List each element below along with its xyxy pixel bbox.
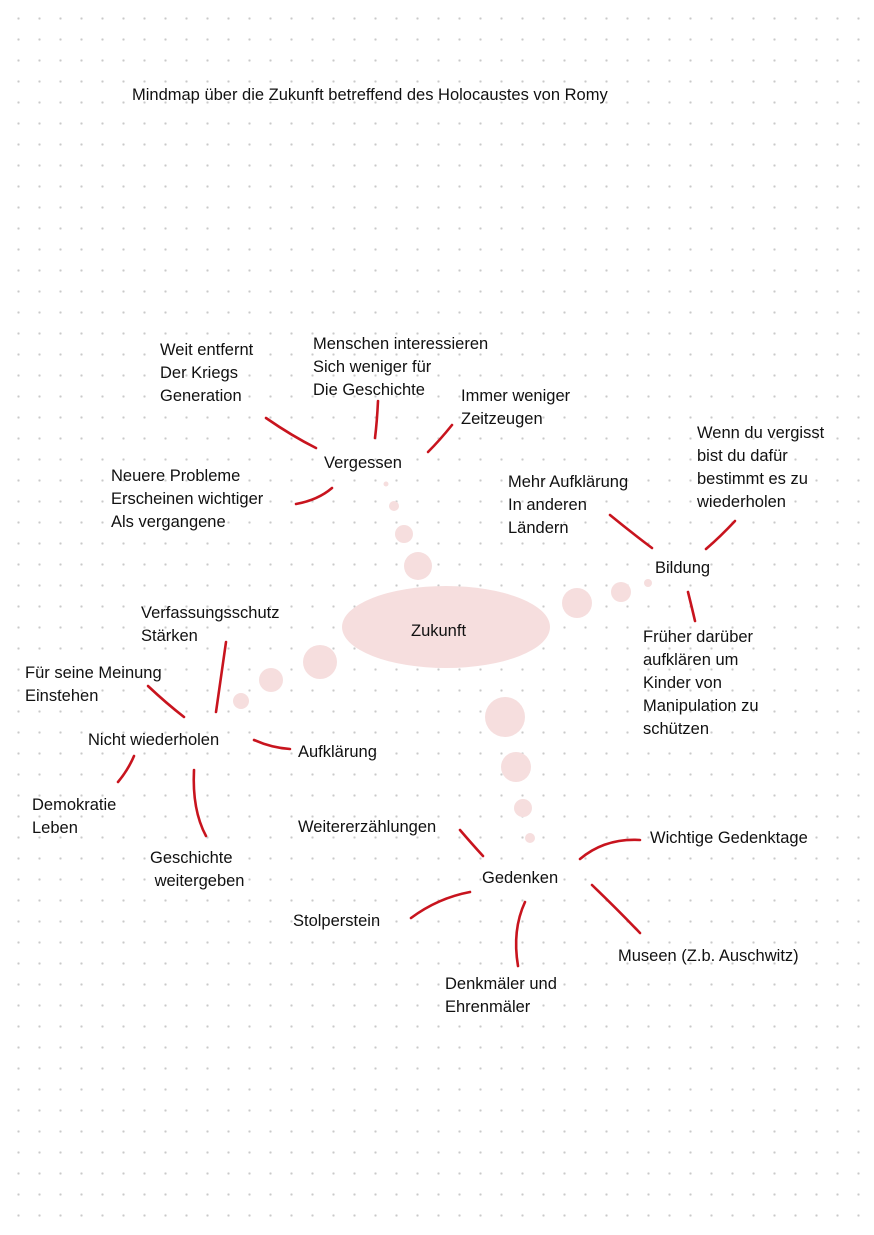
- connector-line: [458, 828, 485, 858]
- connector-line: [146, 684, 186, 719]
- bubble: [525, 833, 535, 843]
- connector-line: [686, 590, 697, 623]
- leaf-frueher-darueber: Früher darüber aufklären um Kinder von M…: [643, 628, 759, 738]
- bubble: [514, 799, 532, 817]
- connector-line: [214, 640, 228, 714]
- leaf-immer-weniger-zeitzeugen: Immer weniger Zeitzeugen: [461, 387, 571, 428]
- leaf-weitererzaehlungen: Weitererzählungen: [298, 818, 437, 836]
- connector-line: [590, 883, 642, 935]
- leaf-stolperstein: Stolperstein: [293, 912, 381, 930]
- bubble: [501, 752, 531, 782]
- connector-line: [608, 513, 654, 550]
- bubble: [383, 481, 389, 487]
- page-title: Mindmap über die Zukunft betreffend des …: [132, 86, 608, 104]
- leaf-mehr-aufklaerung: Mehr Aufklärung In anderen Ländern: [508, 473, 629, 537]
- leaf-neuere-probleme: Neuere Probleme Erscheinen wichtiger Als…: [111, 467, 264, 531]
- bubble-trail-nicht-wiederholen: [233, 645, 337, 709]
- connector-line: [578, 838, 642, 861]
- center-node-ellipse: [342, 586, 550, 668]
- bubble: [395, 525, 413, 543]
- leaf-demokratie-leben: Demokratie Leben: [32, 796, 117, 837]
- leaf-verfassungsschutz: Verfassungsschutz Stärken: [141, 604, 280, 645]
- bubble: [259, 668, 283, 692]
- leaf-aufklaerung: Aufklärung: [298, 743, 377, 761]
- connector-line: [704, 519, 737, 551]
- connector-line: [264, 416, 318, 450]
- bubble: [389, 501, 399, 511]
- connector-line: [373, 399, 380, 440]
- leaf-denkmaeler: Denkmäler und Ehrenmäler: [445, 975, 557, 1016]
- branch-label-nicht-wiederholen: Nicht wiederholen: [88, 731, 220, 749]
- connector-line: [426, 423, 454, 454]
- leaf-menschen-interessieren: Menschen interessieren Sich weniger für …: [313, 335, 489, 399]
- branch-label-vergessen: Vergessen: [324, 454, 402, 472]
- bubble: [485, 697, 525, 737]
- bubble-trail-gedenken: [485, 697, 535, 843]
- leaf-geschichte-weitergeben: Geschichte weitergeben: [150, 849, 245, 890]
- bubble: [611, 582, 631, 602]
- connector-line: [192, 768, 208, 838]
- leaf-wichtige-gedenktage: Wichtige Gedenktage: [650, 829, 808, 847]
- branch-label-gedenken: Gedenken: [482, 869, 559, 887]
- connector-line: [409, 890, 472, 920]
- bubble: [644, 579, 652, 587]
- bubble: [303, 645, 337, 679]
- connector-line: [116, 754, 136, 784]
- bubble: [233, 693, 249, 709]
- center-node-label: Zukunft: [411, 622, 467, 640]
- connector-line: [294, 486, 334, 506]
- connector-line: [514, 900, 527, 968]
- leaf-weit-entfernt: Weit entfernt Der Kriegs Generation: [160, 341, 254, 405]
- connector-line: [252, 738, 292, 751]
- leaf-fuer-seine-meinung: Für seine Meinung Einstehen: [25, 664, 162, 705]
- bubble: [562, 588, 592, 618]
- branch-label-bildung: Bildung: [655, 559, 711, 577]
- leaf-wenn-du-vergisst: Wenn du vergisst bist du dafür bestimmt …: [697, 424, 825, 511]
- bubble-trail-bildung: [562, 579, 652, 618]
- bubble-trail-vergessen: [383, 481, 432, 580]
- bubble: [404, 552, 432, 580]
- connectors: [116, 399, 737, 968]
- leaf-museen: Museen (Z.b. Auschwitz): [618, 947, 799, 965]
